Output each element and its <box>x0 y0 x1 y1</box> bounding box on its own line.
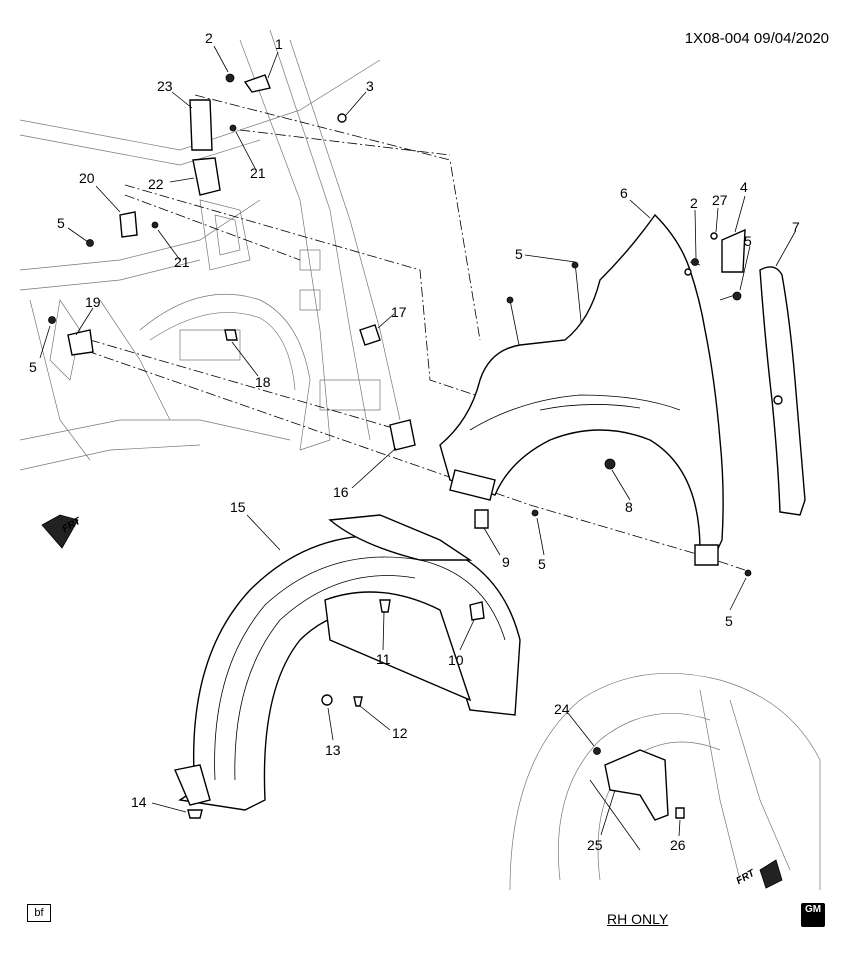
callout-2: 2 <box>690 195 698 211</box>
wheelhouse-liner <box>174 514 521 811</box>
fender-seal <box>759 266 806 516</box>
callout-5: 5 <box>515 246 523 262</box>
callout-21: 21 <box>250 165 266 181</box>
callout-27: 27 <box>712 192 728 208</box>
callout-23: 23 <box>157 78 173 94</box>
callout-19: 19 <box>85 294 101 310</box>
callout-6: 6 <box>620 185 628 201</box>
frt-arrow-right <box>759 859 783 889</box>
fasteners <box>48 73 752 819</box>
rh-only-inset <box>509 673 821 891</box>
callout-8: 8 <box>625 499 633 515</box>
callout-14: 14 <box>131 794 147 810</box>
callout-7: 7 <box>792 219 800 235</box>
leader-lines <box>69 94 746 571</box>
fender <box>439 213 724 556</box>
rh-only-label: RH ONLY <box>607 911 669 927</box>
callout-4: 4 <box>740 179 748 195</box>
gm-logo: GM <box>801 903 825 927</box>
callout-5: 5 <box>744 233 752 249</box>
callout-21: 21 <box>174 254 190 270</box>
diagram-code-date: 1X08-004 09/04/2020 <box>684 30 829 47</box>
callout-20: 20 <box>79 170 95 186</box>
callout-5: 5 <box>29 359 37 375</box>
callout-18: 18 <box>255 374 271 390</box>
bf-label: bf <box>27 904 51 922</box>
callout-3: 3 <box>366 78 374 94</box>
callout-16: 16 <box>333 484 349 500</box>
callout-10: 10 <box>448 652 464 668</box>
frt-arrow-left <box>41 514 79 549</box>
callout-26: 26 <box>670 837 686 853</box>
callout-leaders <box>39 45 796 837</box>
callout-25: 25 <box>587 837 603 853</box>
callout-12: 12 <box>392 725 408 741</box>
callout-5: 5 <box>57 215 65 231</box>
callout-2: 2 <box>205 30 213 46</box>
callout-5: 5 <box>538 556 546 572</box>
callout-24: 24 <box>554 701 570 717</box>
callout-17: 17 <box>391 304 407 320</box>
callout-11: 11 <box>376 651 391 667</box>
callout-15: 15 <box>230 499 246 515</box>
callout-9: 9 <box>502 554 510 570</box>
callout-5: 5 <box>725 613 733 629</box>
body-structure <box>19 29 401 471</box>
callout-1: 1 <box>275 36 283 52</box>
callout-13: 13 <box>325 742 341 758</box>
callout-22: 22 <box>148 176 164 192</box>
